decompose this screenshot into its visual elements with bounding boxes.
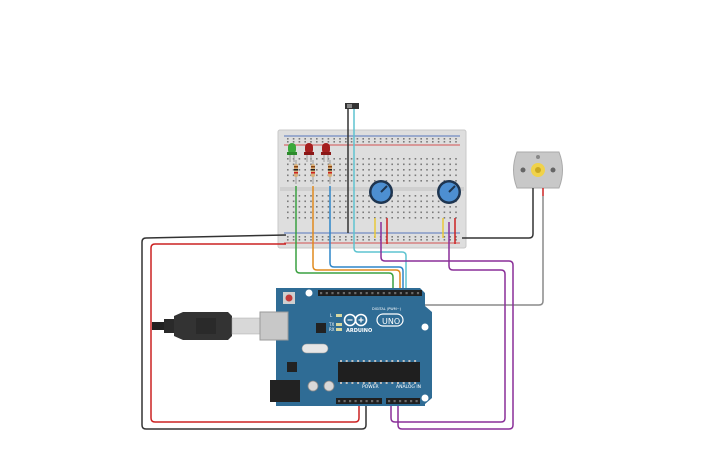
dc-motor[interactable] [513,151,563,196]
rx-label: RX [329,327,335,332]
arduino-model-text: UNO [382,317,400,326]
power-header[interactable] [336,398,382,404]
usb-port [259,311,289,341]
wire-red-5v[interactable] [150,243,360,423]
wire-blue[interactable] [329,186,404,297]
wires [141,109,544,430]
analog-label: ANALOG IN [396,384,421,390]
usb-cable[interactable] [152,312,261,340]
resistor-2[interactable] [311,160,315,184]
wire-black-motor[interactable] [462,196,534,239]
resistor-1[interactable] [294,160,298,184]
tx-label: TX [328,322,334,327]
analog-header[interactable] [386,398,420,404]
wire-black-gnd[interactable] [141,234,367,430]
resistor-3[interactable] [328,160,332,184]
wire-cyan[interactable] [353,109,407,297]
arduino-logo-text: ARDUINO [346,328,372,334]
atmega-chip [338,362,420,382]
wire-orange[interactable] [312,186,401,297]
led-green[interactable] [287,143,297,162]
potentiometer-1[interactable] [369,180,393,204]
wire-purple-pot2[interactable] [390,222,506,423]
wire-purple-pot1[interactable] [380,222,514,430]
arduino-uno-board[interactable]: ARDUINO UNO POWER ANALOG IN DIGITAL (PWM… [259,288,432,406]
digital-header[interactable] [318,290,422,296]
slide-switch[interactable] [345,103,359,109]
led-red-1[interactable] [304,143,314,162]
l-label: L [330,313,333,318]
power-jack [270,380,300,402]
arduino-logo-icon [343,313,368,327]
wire-gray-motor[interactable] [419,196,544,306]
power-label: POWER [362,384,379,390]
wire-green[interactable] [295,186,394,297]
led-red-2[interactable] [321,143,331,162]
digital-label: DIGITAL (PWM~) [372,307,402,311]
potentiometer-2[interactable] [437,180,461,204]
